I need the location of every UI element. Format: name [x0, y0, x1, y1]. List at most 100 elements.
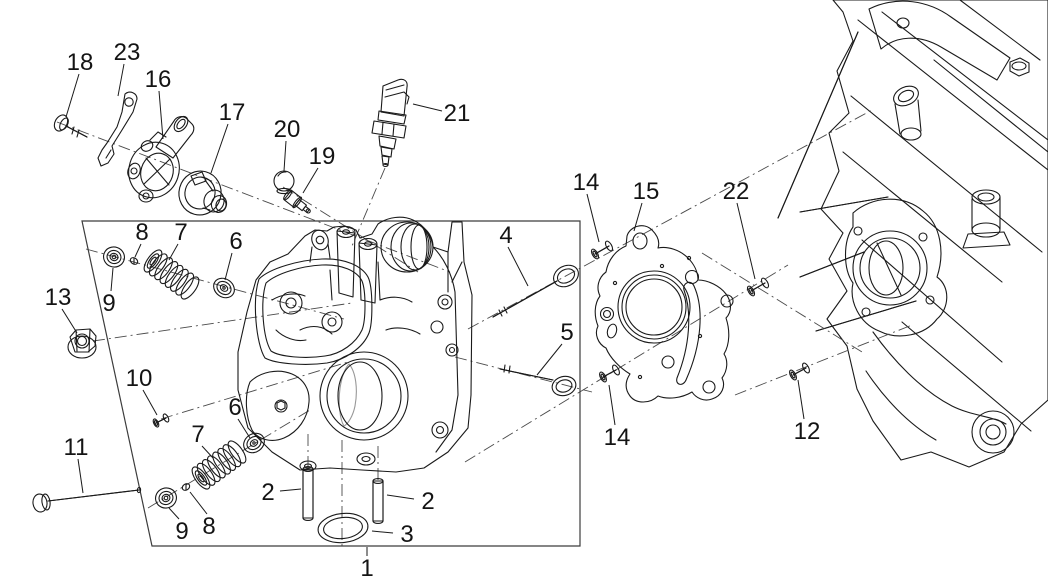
- valve-spring-lower: [191, 440, 247, 490]
- callout-spring-seat-lower: 9: [175, 518, 188, 545]
- axis-line: [464, 264, 789, 463]
- valve-spring-upper: [143, 249, 200, 300]
- cylinder-studs: [777, 31, 917, 332]
- leader-dowel-12: [797, 379, 805, 420]
- callout-pan-head-screw: 18: [67, 49, 94, 76]
- callout-stud-right: 2: [421, 488, 434, 515]
- axis-line: [92, 302, 353, 342]
- callout-cylinder-gasket: 15: [633, 178, 660, 205]
- dowel-12: [789, 362, 810, 381]
- cylinder-head: [237, 216, 473, 473]
- ribbed-boss: [380, 221, 434, 273]
- pan-head-screw: [53, 114, 88, 138]
- callout-cylinder-head-bolt: 11: [64, 434, 89, 461]
- axis-line: [351, 167, 386, 247]
- axis-line: [147, 409, 311, 509]
- valve-cotters-upper: [129, 257, 139, 265]
- stud-left: [302, 466, 314, 521]
- leader-spring-seat-lower: [168, 507, 180, 520]
- leader-valve-cotters-upper: [134, 243, 142, 258]
- leader-spring-retainer-upper: [224, 252, 233, 281]
- bleed-screw: [283, 189, 311, 214]
- callout-o-ring: 3: [400, 521, 413, 548]
- intake-valve: [492, 264, 579, 318]
- flange-nut: [67, 328, 97, 359]
- leader-exhaust-valve: [536, 343, 563, 376]
- axis-line: [701, 252, 863, 353]
- leader-valve-spring-lower: [201, 445, 214, 459]
- leader-cover-bracket: [117, 63, 125, 97]
- callout-valve-tappet: 10: [126, 365, 153, 392]
- callout-spring-retainer-lower: 6: [228, 394, 241, 421]
- spring-seat-lower: [155, 487, 177, 509]
- leader-thermostat: [210, 123, 229, 174]
- dowel-22: [746, 277, 770, 297]
- leader-flange-nut: [61, 308, 78, 334]
- spring-retainer-upper: [213, 277, 235, 299]
- axis-line: [734, 324, 913, 396]
- valve-cotters-lower: [181, 483, 191, 491]
- rocker-arm: [868, 0, 1011, 81]
- leader-dowel-lower: [608, 384, 616, 426]
- leader-dowel-upper: [586, 193, 600, 243]
- leader-stud-right: [386, 494, 415, 500]
- callout-bleed-screw: 19: [309, 143, 336, 170]
- callout-dowel-12: 12: [794, 418, 821, 445]
- spring-seat-upper: [103, 246, 125, 268]
- axis-lines: [56, 109, 913, 549]
- cylinder-gasket: [594, 225, 734, 403]
- callout-dowel-lower: 14: [604, 424, 631, 451]
- callout-spring-seat-upper: 9: [102, 290, 115, 317]
- callout-plug-cap: 20: [274, 116, 301, 143]
- leader-bleed-screw: [302, 167, 319, 194]
- callout-thermostat: 17: [219, 99, 246, 126]
- dowel-upper: [590, 240, 614, 260]
- callout-flange-nut: 13: [45, 284, 72, 311]
- leader-pan-head-screw: [65, 73, 80, 118]
- axis-line: [454, 356, 593, 393]
- axis-line: [56, 121, 451, 273]
- callout-exhaust-valve: 5: [560, 319, 573, 346]
- dowel-lower: [599, 364, 620, 383]
- callout-dowel-upper: 14: [573, 169, 600, 196]
- callout-dowel-22: 22: [723, 178, 750, 205]
- leader-spring-seat-upper: [110, 267, 114, 292]
- axis-line: [467, 109, 873, 330]
- leader-thermostat-cover: [158, 90, 164, 140]
- leader-cylinder-head-bolt: [77, 458, 84, 494]
- callout-spring-retainer-upper: 6: [229, 228, 242, 255]
- cylinder-head-bolt: [32, 486, 142, 513]
- exhaust-valve: [499, 364, 577, 397]
- cylinder-bore: [852, 230, 928, 306]
- leader-intake-valve: [507, 246, 529, 287]
- leader-valve-spring-upper: [168, 243, 179, 261]
- stud-right: [372, 478, 384, 524]
- thermostat: [178, 170, 228, 216]
- o-ring: [317, 512, 369, 544]
- callout-temperature-sensor: 21: [444, 100, 471, 127]
- callout-intake-valve: 4: [499, 222, 512, 249]
- leader-cylinder-gasket: [633, 202, 643, 232]
- callout-thermostat-cover: 16: [145, 66, 172, 93]
- callout-valve-cotters-lower: 8: [202, 513, 215, 540]
- axis-line: [160, 361, 349, 420]
- oil-pipe: [893, 85, 919, 107]
- axis-line: [282, 186, 419, 273]
- callout-cylinder-head-assembly: 1: [360, 555, 373, 582]
- cylinder-face: [844, 198, 948, 337]
- leader-temperature-sensor: [412, 103, 443, 112]
- hex-bolt: [1009, 57, 1030, 77]
- cover-bracket: [97, 91, 138, 167]
- callout-valve-spring-lower: 7: [191, 421, 204, 448]
- bearing-boss: [971, 410, 1015, 454]
- callout-stud-left: 2: [261, 479, 274, 506]
- boss-cylinder: [971, 189, 1001, 205]
- leader-valve-tappet: [142, 389, 158, 416]
- leader-plug-cap: [283, 140, 287, 172]
- callout-valve-spring-upper: 7: [174, 219, 187, 246]
- leader-spring-retainer-lower: [237, 418, 251, 439]
- leader-stud-left: [279, 488, 302, 492]
